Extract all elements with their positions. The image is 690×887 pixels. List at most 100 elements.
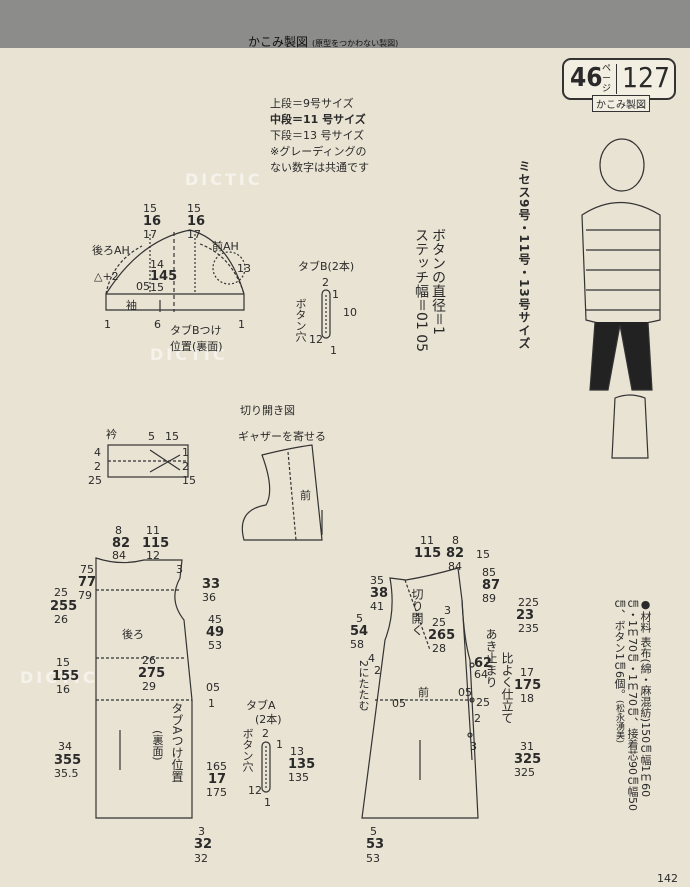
collar-title: 衿 [106,428,117,441]
front-dim: 17 [520,666,534,679]
front-dim: 225 [518,596,539,609]
tab-a-dim: 135 [288,771,309,784]
back-dim: 32 [194,837,213,852]
back-label: 後ろ [122,628,144,641]
sleeve-dim: 17 [143,228,157,241]
collar-dim: 1 [182,446,189,459]
figure-number: 127 [622,61,671,94]
sleeve-dim: 15 [150,281,164,294]
page-ref-divider [616,64,617,94]
page-ref-number: 46 [570,63,603,93]
back-dim: 11 [146,524,160,537]
front-dim: 325 [514,766,535,779]
back-dim: 05 [206,681,220,694]
kiri-outline [241,444,323,541]
front-dim: 15 [476,548,490,561]
collar-dim: 5 [148,430,155,443]
sleeve-dim: 6 [154,318,161,331]
front-opening-stop: あき止まり [484,628,498,688]
back-dim: 29 [142,680,156,693]
materials-note: ●材料 表布(綿・麻混紡)150㎝幅1ｍ60㎝・1ｍ70㎝・1ｍ70㎝、接着芯9… [613,598,652,811]
back-dim: 26 [142,654,156,667]
front-cut-line [404,579,431,651]
back-dim: 1 [208,697,215,710]
page-number: 142 [657,872,678,885]
back-dim: 49 [206,625,225,640]
back-dim: 355 [54,753,82,768]
tab-a-dim: 135 [288,757,316,772]
front-dim: 23 [516,608,535,623]
back-dim: 82 [112,536,131,551]
front-dim: 84 [448,560,462,573]
front-dim: 64 [474,668,488,681]
front-finish-note: 比よく仕立て [500,652,514,724]
button-mark [469,662,475,668]
legend-line-3: 下段＝13 号サイズ [270,129,365,142]
front-dim: 18 [520,692,534,705]
front-dim: 5 [356,612,363,625]
page-reference-box: 46 ページ 127 [562,58,676,100]
back-dim: 45 [208,613,222,626]
front-dim: 87 [482,578,501,593]
collar-dim: 25 [88,474,102,487]
front-dim: 89 [482,592,496,605]
front-dim: 25 [432,616,446,629]
tab-b-title: タブB(2本) [298,260,355,273]
kiri-cut-line [287,451,297,541]
collar-dim: 4 [94,446,101,459]
tab-b-dim: 12 [309,333,323,346]
front-dim: 3 [444,604,451,617]
sleeve-dim: 05 [136,280,150,293]
front-dim: 25 [476,696,490,709]
front-ah-label: 前AH [212,240,239,253]
sleeve-dim: 145 [150,269,178,284]
sleeve-dim: 15 [187,202,201,215]
legend-line-2: 中段＝11 号サイズ [270,113,366,126]
button-mark [467,732,473,738]
sleeve-circle [212,251,246,285]
sleeve-dim: 16 [143,214,162,229]
front-dim: 82 [446,546,465,561]
size-legend: 上段＝9号サイズ 中段＝11 号サイズ 下段＝13 号サイズ ※グレーディングの… [270,96,369,176]
model-legs [589,321,653,391]
back-dim: 255 [50,599,78,614]
front-dim: 325 [514,752,542,767]
back-dim: 35.5 [54,767,79,780]
tab-position-label-2: 位置(裏面) [170,340,223,353]
back-dim: 84 [112,549,126,562]
front-dim: 05 [392,697,406,710]
back-ah-label: 後ろAH [92,244,130,257]
sleeve-front-curve [199,243,245,295]
tab-b-dim: 1 [332,288,339,301]
sleeve-dim: 17 [187,228,201,241]
watermark: DICTIC [150,345,228,364]
collar-dim: 15 [182,474,196,487]
front-dim: 31 [520,740,534,753]
front-dim: 265 [428,628,456,643]
front-dim: 54 [350,624,369,639]
collar-dim: 15 [165,430,179,443]
back-outline [95,557,193,819]
back-dim: 32 [194,852,208,865]
back-dim: 8 [115,524,122,537]
front-dim: 175 [514,678,542,693]
sleeve-dim: 1 [238,318,245,331]
kiri-title: 切り開き図 [240,404,295,417]
back-dim: 16 [56,683,70,696]
back-dim: 33 [202,577,221,592]
tab-b-buttonhole: ボタン穴 [294,298,307,342]
back-dim: 275 [138,666,166,681]
front-dim: 2 [374,664,381,677]
front-fold-2: 2にたたむ [357,660,370,711]
kiri-front: 前 [300,489,311,502]
back-dim: 15 [56,656,70,669]
front-dim: 38 [370,586,389,601]
sleeve-dim: 13 [237,262,251,275]
collar-line [149,449,181,471]
tab-a-buttonhole: ボタン穴 [241,728,254,772]
kiri-gather: ギャザーを寄せる [238,430,326,443]
front-dim: 3 [470,740,477,753]
back-dim: 77 [78,575,97,590]
figure-label: かこみ製図 [592,95,650,112]
